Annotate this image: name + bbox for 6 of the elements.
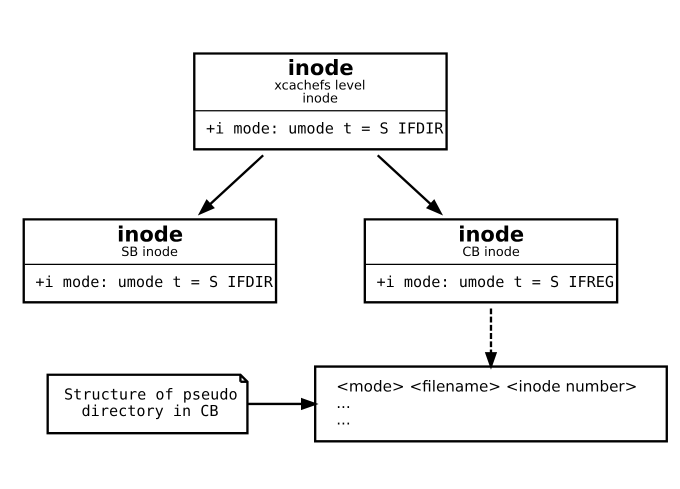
arrow <box>484 308 498 370</box>
node-box: <mode> <filename> <inode number> ... ... <box>314 365 668 442</box>
arrow <box>376 154 444 216</box>
arrow <box>198 154 264 216</box>
arrow <box>248 398 319 410</box>
node-box: inode CB inode +i mode: umode t = S IFREG <box>364 218 618 304</box>
